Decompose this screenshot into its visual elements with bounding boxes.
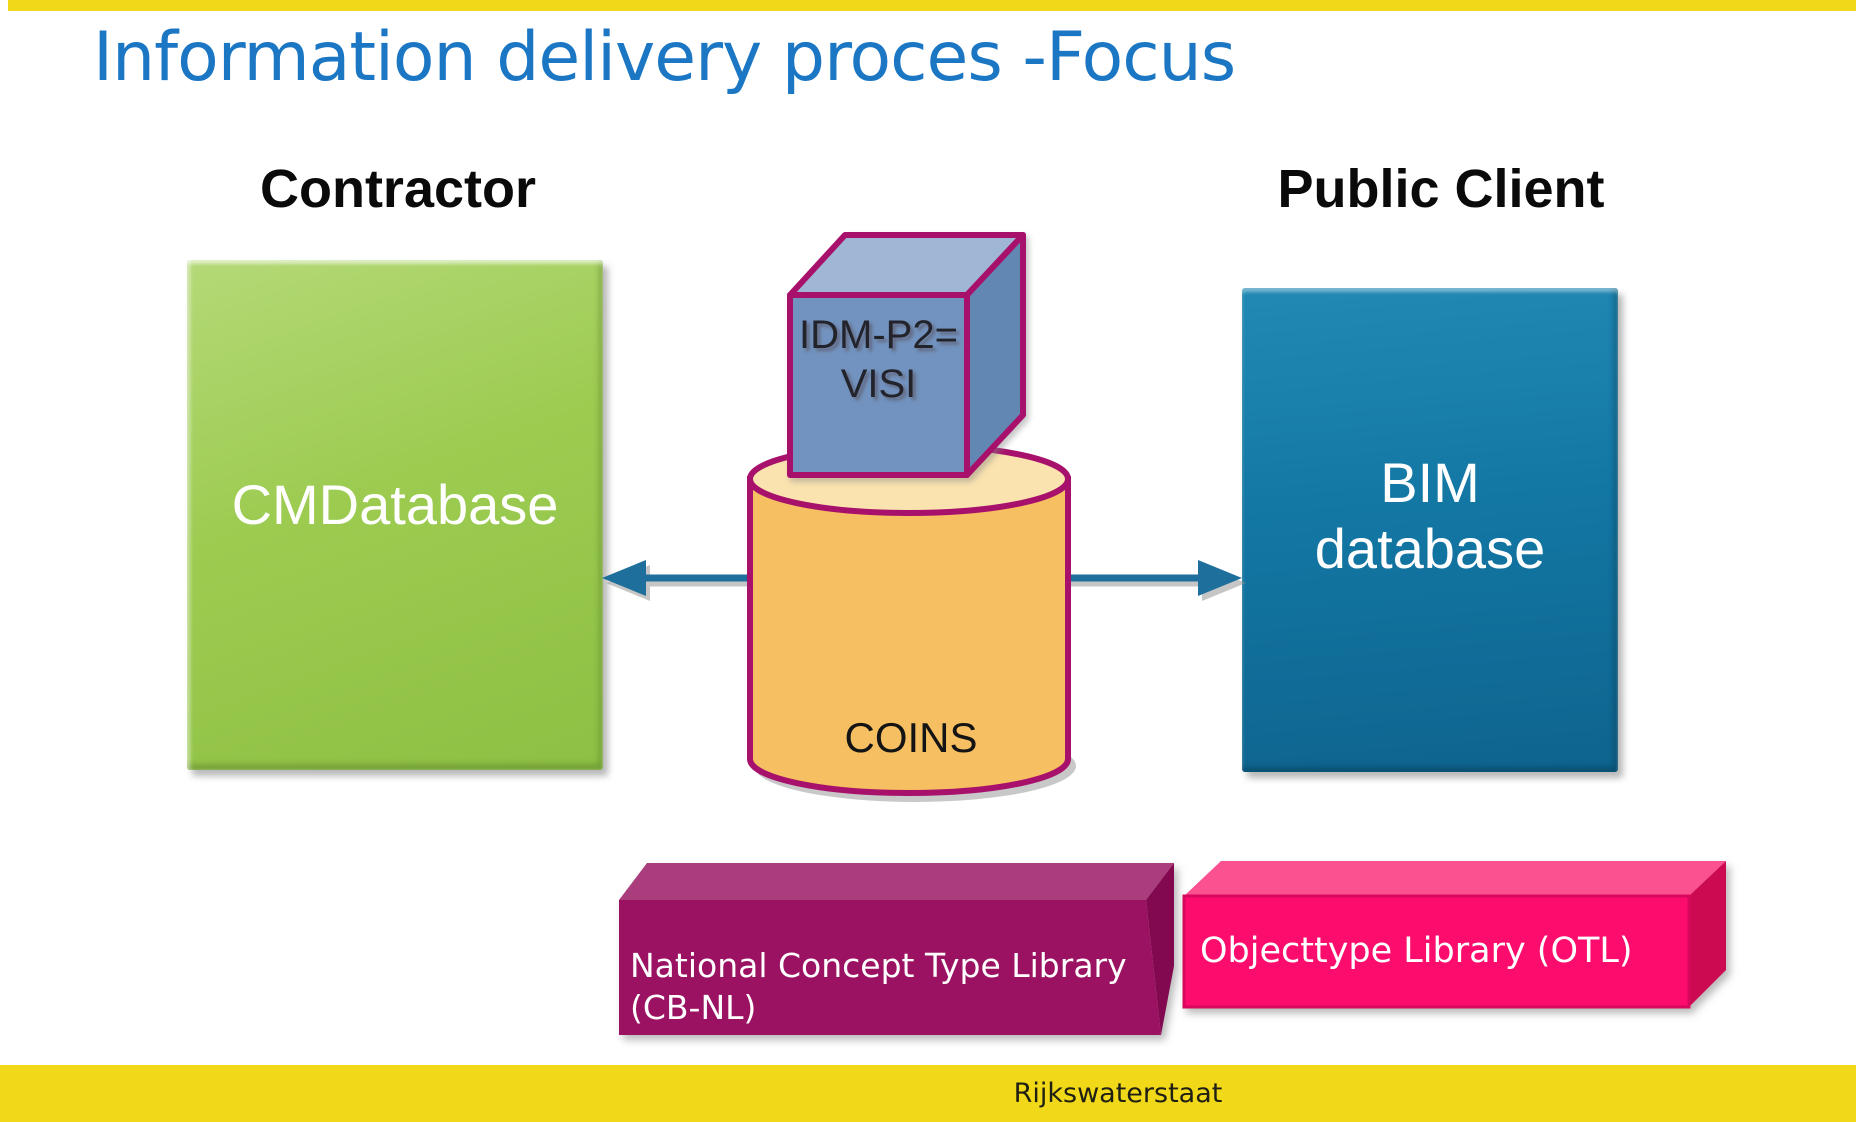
- bim-database-label-line2: database: [1314, 517, 1546, 580]
- cbnl-front-face: [619, 900, 1161, 1035]
- coins-label: COINS: [844, 714, 978, 761]
- page-title: Information delivery proces -Focus: [93, 18, 1236, 97]
- idm-cube-label-line2: VISI: [840, 362, 917, 406]
- otl-box: [1182, 861, 1726, 1009]
- cbnl-top-face: [619, 863, 1174, 900]
- otl-front-face: [1182, 894, 1691, 1009]
- cube-front-face: [787, 292, 970, 478]
- public-client-heading: Public Client: [1277, 159, 1605, 219]
- idm-cube: [787, 232, 1026, 478]
- cylinder-body: [747, 476, 1071, 796]
- otl-top-face: [1184, 861, 1726, 896]
- arrowhead-right: [1198, 560, 1242, 596]
- cm-database-box: CMDatabase: [187, 260, 603, 770]
- bim-database-label-line1: BIM: [1380, 451, 1480, 514]
- arrowhead-left: [602, 560, 646, 596]
- otl-right-face: [1689, 861, 1726, 1007]
- coins-cylinder: [747, 442, 1076, 802]
- idm-cube-label: IDM-P2= VISI: [790, 311, 967, 409]
- bim-database-box: BIM database: [1242, 288, 1618, 772]
- contractor-heading: Contractor: [259, 159, 536, 219]
- cbnl-right-face: [1146, 863, 1174, 1035]
- idm-cube-label-line1: IDM-P2=: [799, 313, 958, 357]
- cm-database-label: CMDatabase: [231, 472, 559, 536]
- cbnl-box: [619, 863, 1174, 1035]
- footer-bar: Rijkswaterstaat: [0, 1065, 1856, 1122]
- otl-label: Objecttype Library (OTL): [1200, 931, 1633, 971]
- cbnl-label: National Concept Type Library (CB-NL): [630, 946, 1127, 1027]
- footer-brand-label: Rijkswaterstaat: [1013, 1078, 1223, 1109]
- top-accent-bar: [8, 0, 1856, 11]
